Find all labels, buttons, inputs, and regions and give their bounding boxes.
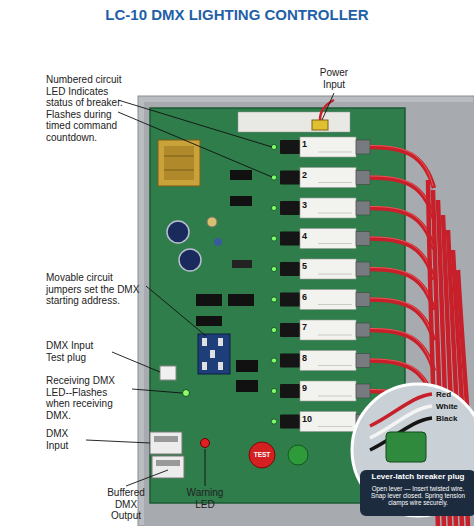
callout-text: DMX Input Test plug xyxy=(46,340,112,363)
capacitors xyxy=(167,217,222,271)
inset-note: Open lever — Insert twisted wire. Snap l… xyxy=(365,485,471,507)
callout-text: Movable circuit jumpers set the DMX star… xyxy=(46,272,146,307)
circuit-number: 10 xyxy=(302,414,318,424)
circuit-number: 6 xyxy=(302,292,318,302)
wire-color: Red xyxy=(436,390,474,399)
circuit-number: 9 xyxy=(302,383,318,393)
inset-heading: Lever-latch breaker plug xyxy=(362,472,474,481)
power-input xyxy=(312,100,334,130)
circuit-number: 7 xyxy=(302,322,318,332)
test-button xyxy=(249,442,275,468)
circuit-number: 3 xyxy=(302,200,318,210)
callout-text: Receiving DMX LED--Flashes when receivin… xyxy=(46,375,132,421)
inset-band xyxy=(360,470,474,516)
wire-color: White xyxy=(436,402,474,411)
callout-text: Buffered DMX Output xyxy=(100,487,152,522)
dmx-connectors xyxy=(150,366,190,478)
inset-circle-outline xyxy=(352,384,474,516)
circuit-number: 5 xyxy=(302,261,318,271)
circuit-number: 1 xyxy=(302,139,318,149)
warning-led xyxy=(201,439,210,448)
circuit-number: 2 xyxy=(302,170,318,180)
callout-text: Power Input xyxy=(312,67,356,90)
green-button xyxy=(288,445,308,465)
callout-text: DMX Input xyxy=(46,428,86,451)
callout-text: Numbered circuit LED Indicates status of… xyxy=(46,74,136,143)
address-jumpers xyxy=(198,334,230,374)
enclosure xyxy=(138,96,474,526)
components xyxy=(196,170,258,392)
page-title: LC-10 DMX LIGHTING CONTROLLER xyxy=(0,6,474,23)
board-sticker xyxy=(238,112,350,132)
lever-plug xyxy=(386,432,426,462)
circuit-number: 8 xyxy=(302,353,318,363)
wire-color: Black xyxy=(436,414,474,423)
circuit-number: 4 xyxy=(302,231,318,241)
inset-circle: RedWhiteBlackLever-latch breaker plugOpe… xyxy=(352,384,474,516)
callout-text: Warning LED xyxy=(178,487,232,510)
breaker-rows xyxy=(271,137,434,463)
button-label: TEST xyxy=(250,451,274,458)
transformer xyxy=(158,140,200,186)
